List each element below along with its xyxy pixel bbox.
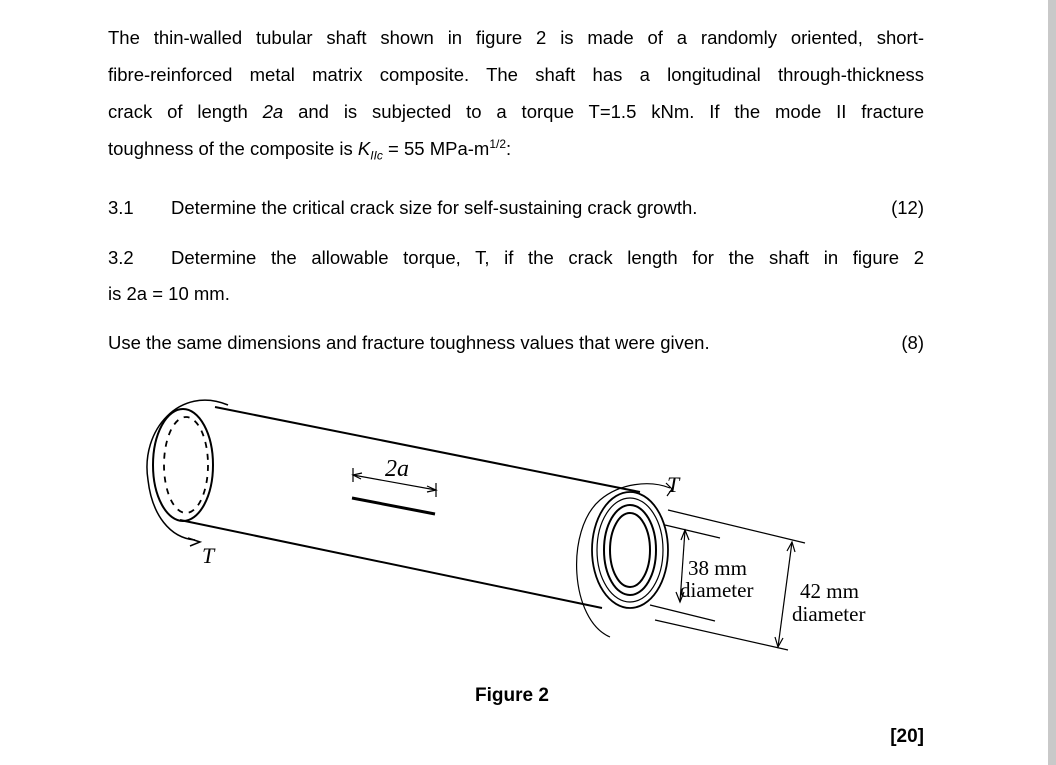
crack-dim-arrow-right: [426, 485, 438, 493]
shaft-top-edge: [214, 406, 641, 493]
intro-line-3: crack of length 2a and is subjected to a…: [108, 93, 924, 130]
intro-line-3-text: crack of length: [108, 101, 263, 122]
instruction-text: Use the same dimensions and fracture tou…: [108, 332, 710, 353]
inner-dim-ext-top: [664, 524, 721, 539]
left-torque-arrowhead: [187, 537, 203, 547]
left-end-outer: [152, 408, 214, 522]
right-end-inner-ring-2: [609, 512, 651, 588]
left-end-inner-dashed: [163, 416, 209, 514]
left-torque-arc: [146, 399, 229, 541]
outer-dim-arrow-bottom: [774, 636, 784, 649]
inner-dim-arrow-bottom: [675, 591, 685, 604]
crack-dim-line: [352, 474, 437, 491]
intro-line-4-text: toughness of the composite is: [108, 138, 358, 160]
inner-dim-arrow-top: [680, 528, 690, 541]
intro-line-2: fibre-reinforced metal matrix composite.…: [108, 64, 924, 85]
k-symbol: K: [357, 138, 371, 160]
colon: :: [506, 138, 512, 160]
question-number: 3.1: [108, 197, 134, 218]
question-marks: (12): [891, 197, 924, 218]
outer-dim-unit: diameter: [792, 602, 865, 626]
crack-variable: 2a: [262, 101, 284, 122]
outer-dim-ext-top: [667, 509, 806, 544]
toughness-value: = 55 MPa-m: [382, 138, 490, 160]
inner-dim-unit: diameter: [680, 578, 753, 602]
inner-dim-value: 38 mm: [688, 556, 747, 580]
crack-line: [351, 496, 436, 516]
intro-paragraph: The thin-walled tubular shaft shown in f…: [108, 19, 924, 130]
crack-label: 2a: [385, 456, 409, 482]
crack-dim-arrow-left: [351, 472, 363, 480]
outer-dim-arrow-top: [786, 540, 796, 553]
question-number: 3.2: [108, 247, 134, 268]
right-torque-arc: [576, 483, 671, 638]
scrollbar-track[interactable]: [1048, 0, 1056, 765]
toughness-symbol: KIIc: [357, 138, 383, 163]
inner-dim-line: [679, 529, 686, 603]
question-marks: (8): [901, 332, 924, 353]
figure-caption: Figure 2: [475, 685, 549, 706]
right-end-outer-ring-2: [596, 497, 664, 603]
torque-label-left: T: [202, 543, 216, 568]
inner-dim-ext-bottom: [649, 604, 716, 622]
right-torque-arrowhead: [665, 482, 673, 497]
instruction-note: Use the same dimensions and fracture tou…: [108, 332, 924, 354]
intro-line-4: toughness of the composite is KIIc = 55 …: [108, 137, 511, 163]
outer-dim-line: [777, 541, 793, 648]
total-marks: [20]: [890, 726, 924, 747]
intro-line-1: The thin-walled tubular shaft shown in f…: [108, 27, 924, 48]
outer-dim-value: 42 mm: [800, 579, 859, 603]
k-subscript: IIc: [370, 148, 383, 163]
question-text-line-2: is 2a = 10 mm.: [108, 283, 230, 304]
outer-dim-ext-bottom: [654, 619, 789, 651]
question-text-line-1: Determine the allowable torque, T, if th…: [171, 247, 924, 268]
shaft-bottom-edge: [179, 519, 603, 609]
tubular-shaft-figure: 2a T T 38 mm diameter 42 mm diameter: [146, 399, 865, 651]
right-end-outer-ring: [591, 491, 669, 609]
toughness-exponent: 1/2: [489, 137, 507, 151]
right-end-inner-ring: [603, 504, 657, 596]
torque-label-right: T: [667, 472, 681, 497]
question-text: Determine the critical crack size for se…: [171, 197, 698, 218]
intro-line-3-rest: and is subjected to a torque T=1.5 kNm. …: [283, 101, 924, 122]
question-3-2: 3.2 Determine the allowable torque, T, i…: [108, 240, 924, 312]
